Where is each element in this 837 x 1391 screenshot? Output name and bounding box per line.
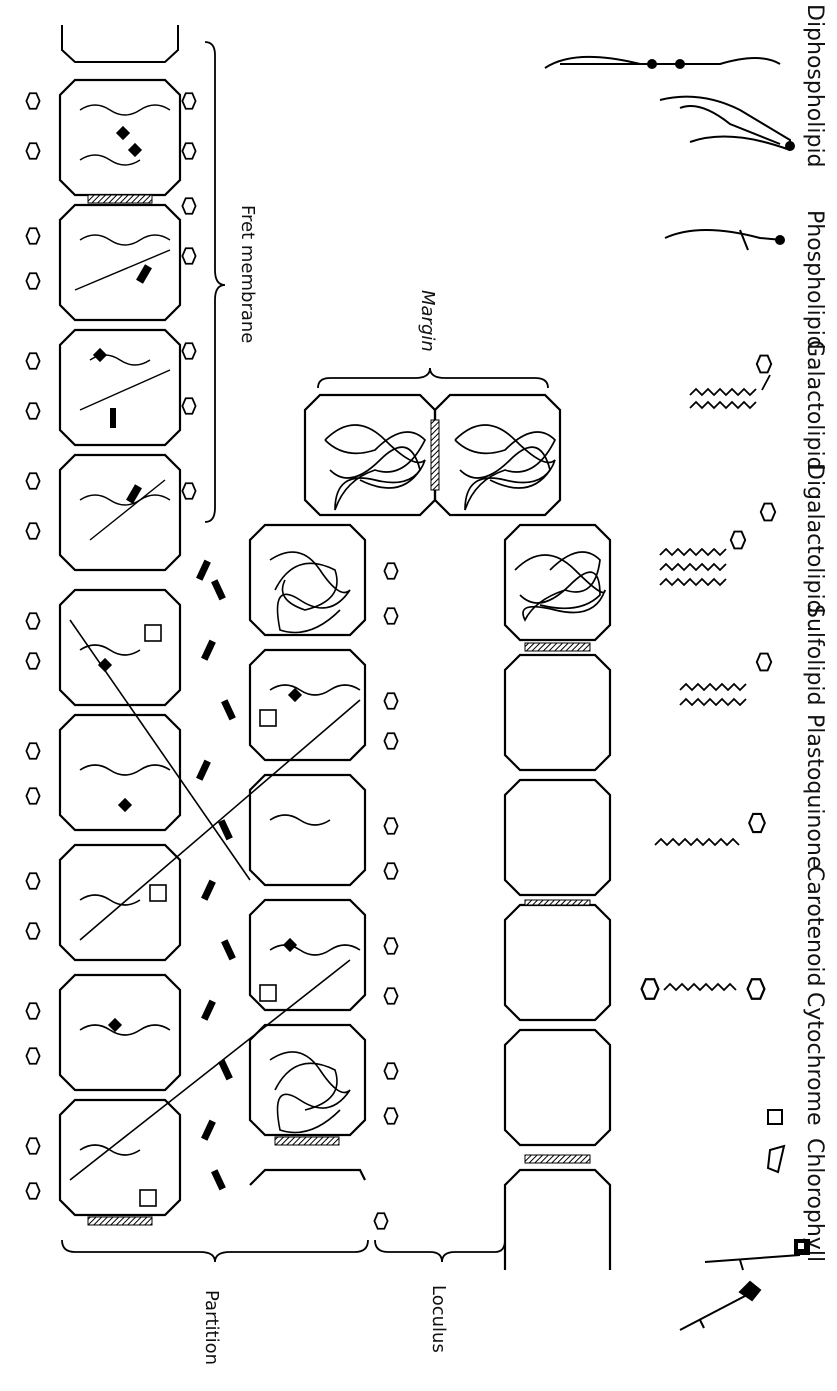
diphospholipid-icon (545, 57, 794, 150)
legend-label-cytochrome: Cytochrome (802, 992, 827, 1126)
chlorophyll-icon (680, 1240, 809, 1330)
legend-label-galactolipid: Galactolipid (802, 340, 827, 471)
partition-brace (62, 1240, 368, 1262)
partition-label: Partition (201, 1290, 222, 1365)
legend-label-diphospholipid: Diphospholipid (802, 4, 827, 168)
sulfolipid-icon (680, 654, 771, 705)
loculus-stack (505, 525, 610, 1270)
loculus-brace (375, 1240, 505, 1262)
legend-label-digalactolipid: Digalactolipid (802, 463, 827, 614)
fret-membrane-label: Fret membrane (237, 205, 258, 343)
digalactolipid-icon (660, 504, 775, 585)
partition-stack (26, 525, 397, 1229)
plastoquinone-icon (655, 814, 765, 845)
phospholipid-icon (665, 230, 784, 250)
legend-label-sulfolipid: Sulfolipid (802, 604, 827, 706)
legend-label-carotenoid: Carotenoid (802, 866, 827, 987)
legend: Diphospholipid Phospholipid Galactolipid… (545, 4, 827, 1330)
carotenoid-icon (642, 979, 765, 999)
fret-membrane-brace (205, 42, 225, 522)
margin-label: Margin (417, 290, 438, 352)
legend-label-plastoquinone: Plastoquinone (802, 714, 827, 869)
legend-label-phospholipid: Phospholipid (802, 210, 827, 350)
galactolipid-icon (690, 356, 771, 408)
cytochrome-icon (768, 1110, 784, 1172)
loculus-label: Loculus (428, 1285, 449, 1353)
fret-membrane-stack (26, 25, 195, 570)
margin-cells (305, 395, 560, 515)
margin-brace (318, 368, 548, 388)
